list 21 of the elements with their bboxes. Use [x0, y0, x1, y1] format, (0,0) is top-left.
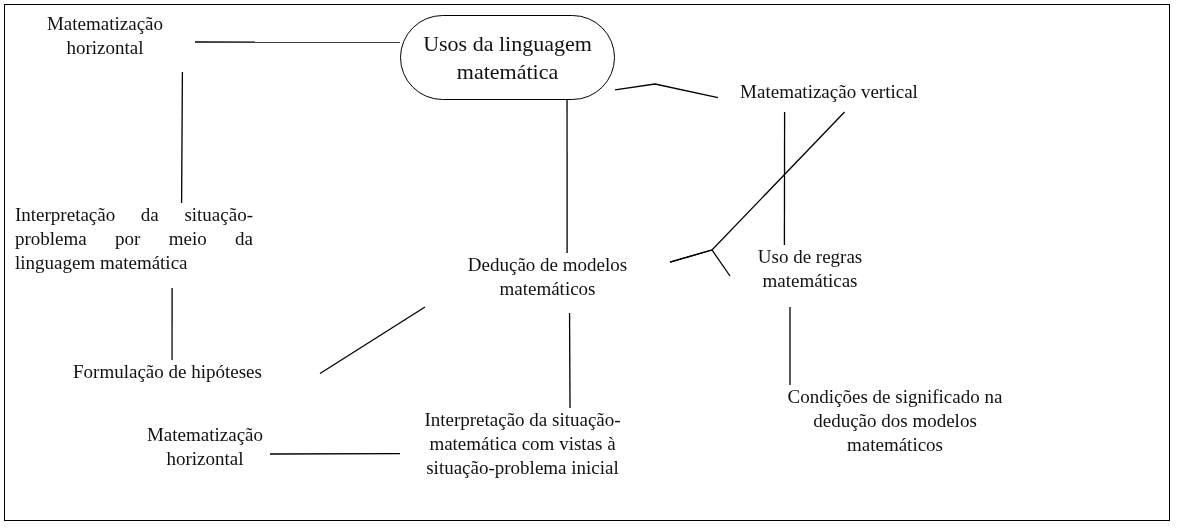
connector-line: [568, 312, 571, 409]
node-text: Usos da linguagem matemática: [422, 30, 593, 85]
concept-label: Dedução de modelos matemáticos: [425, 253, 670, 313]
concept-label: Uso de regras matemáticas: [730, 245, 890, 307]
concept-label: Matematização vertical: [718, 80, 940, 112]
connector-line: [194, 41, 401, 43]
concept-label: Matematização horizontal: [140, 423, 270, 485]
concept-label: Matematização horizontal: [15, 12, 195, 72]
connector-line: [614, 83, 719, 99]
concept-label: Formulação de hipóteses: [15, 360, 320, 390]
concept-label: Condições de significado na dedução dos modelos matemáticos: [770, 385, 1020, 475]
concept-label: Interpretação da situação-matemática com vistas à situação-problema inicial: [400, 408, 645, 503]
connector-line: [180, 71, 184, 204]
connector-line: [789, 306, 791, 386]
connector-line: [669, 249, 731, 277]
connector-line: [566, 99, 568, 254]
connector-line: [319, 306, 426, 375]
connector-line: [269, 452, 401, 455]
concept-label: Interpretação da situação-problema por meio da linguagem matemática: [15, 203, 253, 288]
connector-line: [171, 287, 173, 361]
connector-line: [783, 111, 786, 246]
